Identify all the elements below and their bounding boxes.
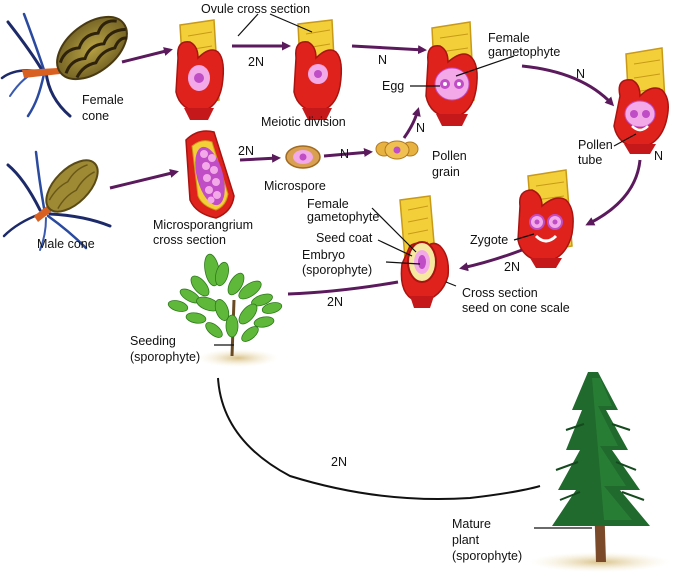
leader-seed-coat	[377, 239, 413, 257]
leader-embryo	[385, 261, 421, 265]
label-zygote: Zygote	[470, 233, 508, 247]
mature-tree-illustration	[530, 372, 670, 572]
label-female-gametophyte-mid-line2: gametophyte	[307, 210, 379, 224]
label-egg: Egg	[382, 79, 404, 93]
label-mature-line3: (sporophyte)	[452, 549, 522, 563]
label-pollen-grain-line2: grain	[432, 165, 460, 179]
label-pollen-tube-line1: Pollen	[578, 138, 613, 152]
label-pollen-tube-line2: tube	[578, 153, 602, 167]
male-cone-body	[45, 159, 99, 213]
leader-female-gametophyte-top	[455, 55, 515, 77]
leader-ovule-2	[269, 13, 313, 33]
seed-on-cone-scale	[399, 195, 450, 308]
label-pollen-grain-line1: Pollen	[432, 149, 467, 163]
label-seed-coat: Seed coat	[316, 231, 373, 245]
ploidy-microsporangium-to-microspore: 2N	[238, 144, 254, 158]
microspore-illustration	[285, 145, 321, 169]
ploidy-seedling-to-mature: 2N	[331, 455, 347, 469]
male-cone-illustration	[2, 150, 112, 251]
leader-ovule-1	[237, 13, 259, 37]
label-male-cone: Male cone	[37, 237, 95, 251]
pollen-grain-illustration	[375, 140, 419, 160]
cycle-arrows	[109, 41, 642, 501]
arrow-seedling-to-mature	[217, 377, 541, 501]
ploidy-meiosis-to-gametophyte: N	[378, 53, 387, 67]
ovule-female-gametophyte	[425, 21, 478, 126]
leader-pollen-tube	[613, 133, 637, 147]
leader-zygote	[513, 233, 535, 241]
ovule-cross-section-1	[175, 19, 225, 120]
label-female-cone-line2: cone	[82, 109, 109, 123]
ploidy-zygote-to-seed: 2N	[504, 260, 520, 274]
female-cone-stem	[22, 68, 60, 78]
ploidy-pollen-tube-to-zygote: N	[654, 149, 663, 163]
arrow-gametophyte-to-pollen-tube	[521, 64, 615, 107]
ovule-pollen-tube	[613, 47, 669, 154]
microsporangium-cross-section	[185, 130, 235, 219]
ploidy-gametophyte-to-pollen-tube: N	[576, 67, 585, 81]
leader-cross-section	[445, 281, 457, 287]
arrow-zygote-to-seed	[459, 248, 523, 272]
female-cone-body	[56, 15, 128, 81]
label-female-cone-line1: Female	[82, 93, 124, 107]
seedling-illustration	[167, 253, 283, 367]
ploidy-pollen-to-gametophyte: N	[416, 121, 425, 135]
leader-female-gametophyte-mid	[371, 207, 417, 253]
arrow-pollen-to-gametophyte	[402, 107, 421, 139]
label-female-gametophyte-top-line2: gametophyte	[488, 45, 560, 59]
label-microsporangium-line2: cross section	[153, 233, 226, 247]
ovule-zygote	[517, 169, 574, 268]
label-female-gametophyte-mid-line1: Female	[307, 197, 349, 211]
arrow-male-cone-to-microsporangium	[109, 169, 179, 190]
leader-lines	[214, 13, 637, 529]
arrow-microspore-to-pollen	[323, 148, 373, 158]
ploidy-seed-to-seedling: 2N	[327, 295, 343, 309]
label-female-gametophyte-top-line1: Female	[488, 31, 530, 45]
label-ovule-cross-section: Ovule cross section	[201, 2, 310, 16]
label-seeding-line1: Seeding	[130, 334, 176, 348]
label-embryo-line2: (sporophyte)	[302, 263, 372, 277]
text-labels: Ovule cross section Female cone Meiotic …	[37, 2, 613, 563]
label-microspore: Microspore	[264, 179, 326, 193]
ploidy-labels: 2N N N N 2N N N 2N 2N 2N	[238, 53, 663, 469]
arrow-pollen-tube-to-zygote	[585, 159, 642, 226]
label-cross-section-line1: Cross section	[462, 286, 538, 300]
label-cross-section-line2: seed on cone scale	[462, 301, 570, 315]
ploidy-microspore-to-pollen: N	[340, 147, 349, 161]
label-microsporangium-line1: Microsporangrium	[153, 218, 253, 232]
label-meiotic-division: Meiotic division	[261, 115, 346, 129]
label-mature-line1: Mature	[452, 517, 491, 531]
label-seeding-line2: (sporophyte)	[130, 350, 200, 364]
label-embryo-line1: Embryo	[302, 248, 345, 262]
label-mature-line2: plant	[452, 533, 480, 547]
arrow-microsporangium-to-microspore	[239, 153, 281, 163]
arrow-seed-to-seedling	[287, 280, 399, 296]
ploidy-ovule-to-meiosis: 2N	[248, 55, 264, 69]
arrow-meiosis-to-gametophyte	[351, 44, 427, 55]
arrow-female-cone-to-ovule	[121, 47, 173, 64]
female-cone-illustration	[0, 12, 128, 118]
ovule-meiotic-division	[293, 19, 343, 120]
